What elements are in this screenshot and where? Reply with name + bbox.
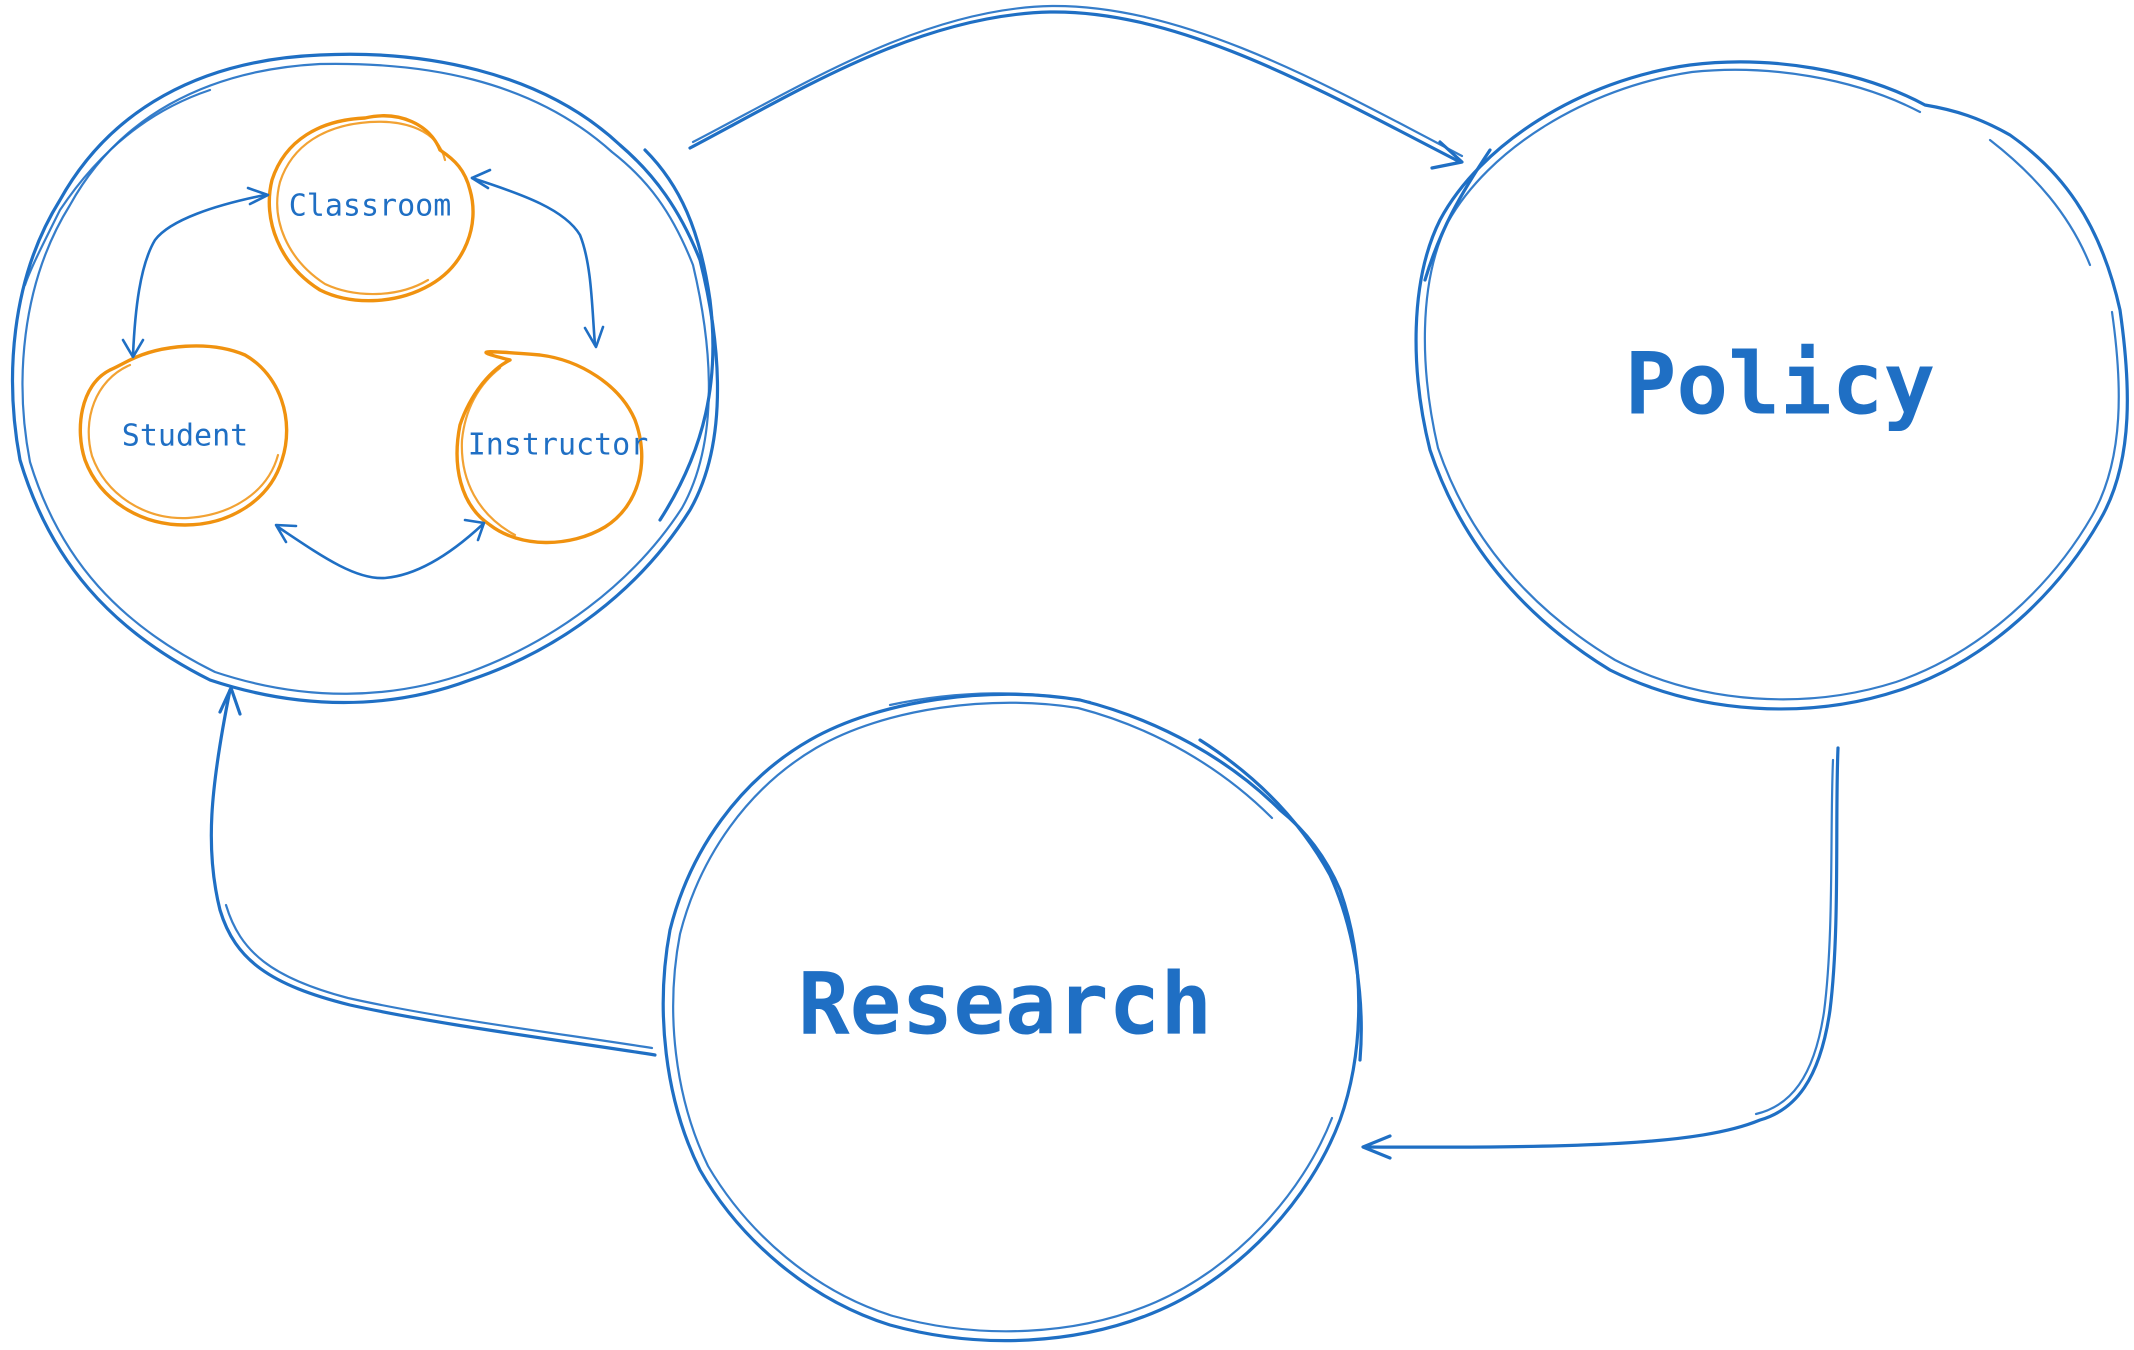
ecosystem-circle <box>10 52 720 705</box>
instructor-node[interactable]: Instructor <box>455 350 649 545</box>
arrow-ecosystem-to-policy <box>688 4 1464 170</box>
arrow-classroom-student <box>121 186 270 359</box>
policy-label: Policy <box>1625 334 1936 434</box>
instructor-label: Instructor <box>468 428 649 463</box>
student-node[interactable]: Student <box>78 344 289 527</box>
research-label: Research <box>798 954 1212 1054</box>
arrow-policy-to-research <box>1361 746 1840 1160</box>
policy-node[interactable]: Policy <box>1414 60 2129 711</box>
arrow-student-instructor <box>274 518 486 580</box>
classroom-node[interactable]: Classroom <box>267 114 475 303</box>
arrow-classroom-instructor <box>470 168 605 349</box>
student-label: Student <box>122 419 248 454</box>
classroom-label: Classroom <box>289 189 452 224</box>
arrow-research-to-ecosystem <box>209 686 657 1057</box>
research-node[interactable]: Research <box>661 692 1363 1343</box>
